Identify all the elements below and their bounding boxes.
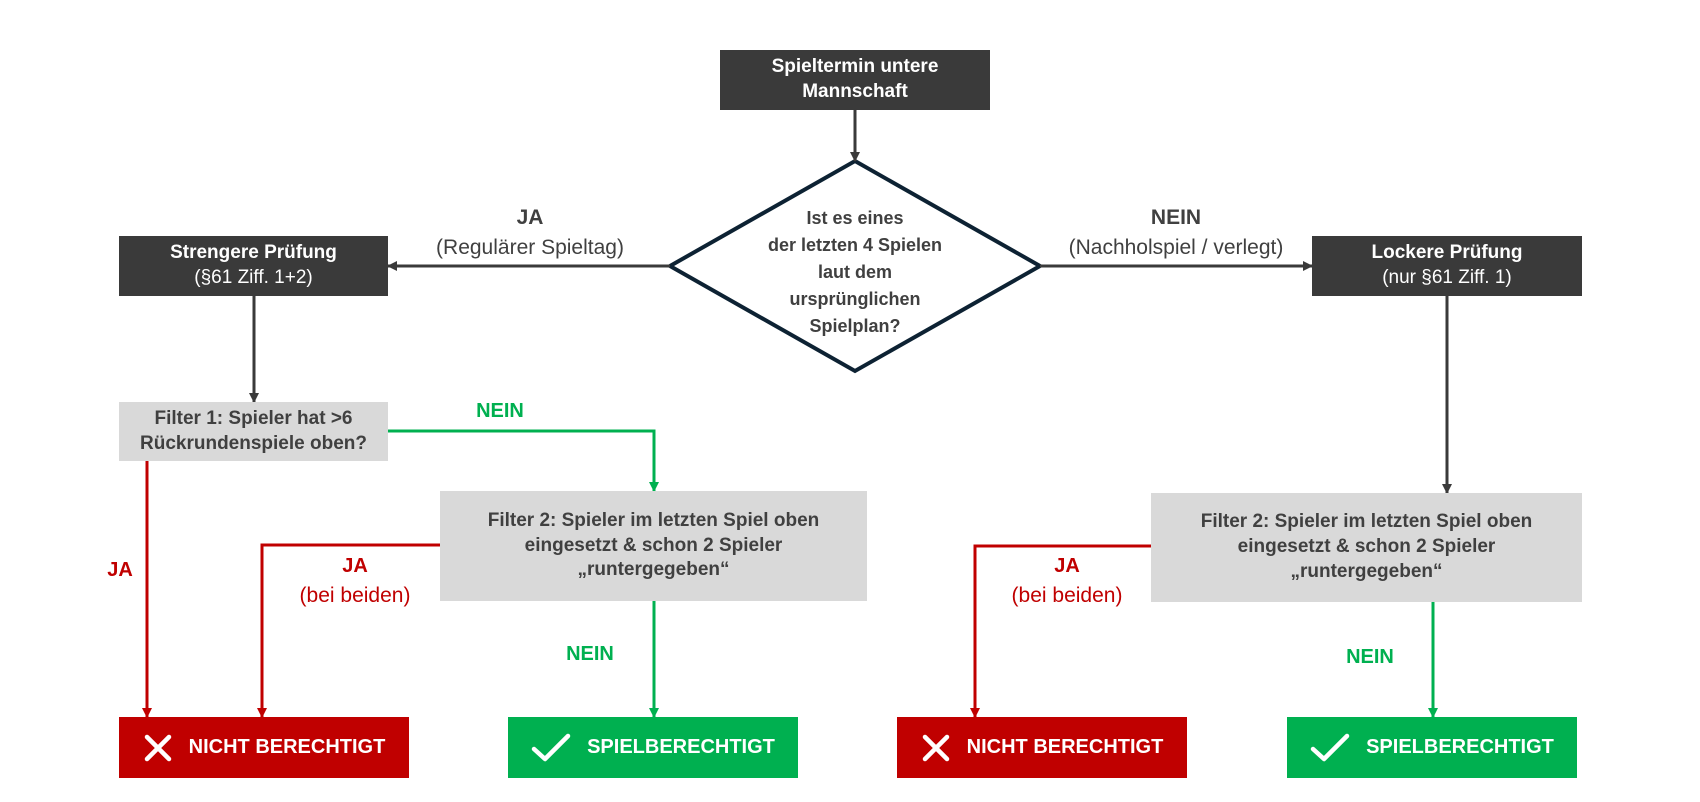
filter2-right-line2: eingesetzt & schon 2 Spieler	[1237, 536, 1496, 558]
checkmark-icon	[531, 733, 571, 761]
decision-line2: der letzten 4 Spielen	[767, 235, 943, 255]
right-branch-answer: NEIN	[1150, 206, 1202, 229]
result-eligible-1: SPIELBERECHTIGT	[508, 717, 798, 778]
start-node-line1: Spieltermin untere	[771, 56, 939, 78]
checkmark-icon	[1310, 733, 1350, 761]
filter2-left-yes-answer: JA	[342, 555, 368, 577]
strict-check-title: Strengere Prüfung	[170, 242, 337, 264]
decision-line5: Spielplan?	[809, 316, 901, 336]
filter2-right-yes-detail: (bei beiden)	[1011, 584, 1123, 607]
result-eligible-1-label: SPIELBERECHTIGT	[587, 736, 775, 758]
filter2-right-line3: „runtergegeben“	[1290, 560, 1443, 582]
left-branch-detail: (Regulärer Spieltag)	[436, 236, 624, 260]
result-not-eligible-2: NICHT BERECHTIGT	[897, 717, 1187, 778]
lenient-check-node: Lockere Prüfung (nur §61 Ziff. 1)	[1312, 236, 1582, 296]
filter2-right-yes-answer: JA	[1054, 555, 1080, 577]
decision-question: Ist es eines der letzten 4 Spielen laut …	[735, 205, 975, 340]
filter2-left-yes-detail: (bei beiden)	[299, 584, 411, 607]
arrow-filter1-no	[388, 429, 659, 492]
filter1-no-label: NEIN	[476, 400, 524, 422]
filter1-line1: Filter 1: Spieler hat >6	[154, 407, 353, 429]
filter2-left-no-label: NEIN	[566, 643, 614, 665]
result-not-eligible-1-label: NICHT BERECHTIGT	[188, 736, 386, 758]
strict-check-node: Strengere Prüfung (§61 Ziff. 1+2)	[119, 236, 388, 296]
filter1-node: Filter 1: Spieler hat >6 Rückrundenspiel…	[119, 402, 388, 461]
lenient-check-subtitle: (nur §61 Ziff. 1)	[1382, 267, 1512, 288]
result-not-eligible-1: NICHT BERECHTIGT	[119, 717, 409, 778]
filter2-left-line2: eingesetzt & schon 2 Spieler	[524, 534, 783, 556]
cross-icon	[144, 734, 171, 761]
filter2-left-line1: Filter 2: Spieler im letzten Spiel oben	[487, 509, 820, 531]
filter2-left-line3: „runtergegeben“	[577, 559, 730, 581]
right-branch-detail: (Nachholspiel / verlegt)	[1068, 236, 1284, 260]
decision-line3: laut dem	[817, 262, 892, 282]
result-eligible-2: SPIELBERECHTIGT	[1287, 717, 1577, 778]
start-node-line2: Mannschaft	[802, 81, 908, 102]
filter2-left-yes-label: JA (bei beiden)	[280, 552, 430, 611]
lenient-check-title: Lockere Prüfung	[1371, 242, 1523, 264]
result-eligible-2-label: SPIELBERECHTIGT	[1366, 736, 1554, 758]
start-node: Spieltermin untere Mannschaft	[720, 50, 990, 110]
decision-line4: ursprünglichen	[789, 289, 921, 309]
left-branch-answer: JA	[516, 206, 544, 229]
right-branch-label: NEIN (Nachholspiel / verlegt)	[1040, 203, 1312, 264]
left-branch-label: JA (Regulärer Spieltag)	[410, 203, 650, 264]
result-not-eligible-2-label: NICHT BERECHTIGT	[966, 736, 1164, 758]
filter2-left-node: Filter 2: Spieler im letzten Spiel oben …	[440, 491, 867, 601]
filter2-right-no-label: NEIN	[1346, 646, 1394, 668]
arrow-filter2-right-yes	[970, 544, 1151, 718]
decision-line1: Ist es eines	[806, 208, 904, 228]
cross-icon	[922, 734, 949, 761]
filter2-right-node: Filter 2: Spieler im letzten Spiel oben …	[1151, 493, 1582, 602]
filter1-yes-label: JA	[107, 559, 133, 581]
filter2-right-line1: Filter 2: Spieler im letzten Spiel oben	[1200, 511, 1533, 533]
strict-check-subtitle: (§61 Ziff. 1+2)	[194, 267, 313, 288]
arrow-filter2-left-yes	[257, 543, 440, 718]
filter1-line2: Rückrundenspiele oben?	[140, 432, 367, 454]
filter2-right-yes-label: JA (bei beiden)	[992, 552, 1142, 611]
decision-diamond	[665, 158, 1045, 374]
